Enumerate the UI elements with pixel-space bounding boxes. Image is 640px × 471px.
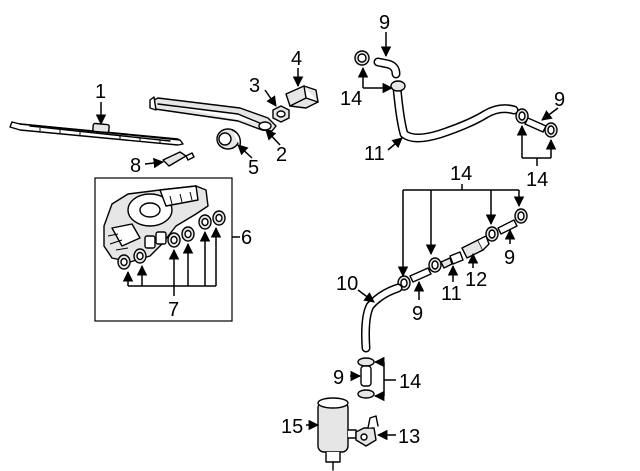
callout-9-right: 9	[554, 89, 565, 111]
leader-line	[144, 157, 165, 169]
callout-13: 13	[398, 426, 420, 448]
elbow-connector	[355, 415, 379, 447]
callout-9-middle-left: 9	[412, 303, 423, 325]
callout-11-upper: 11	[364, 143, 385, 165]
callout-4: 4	[291, 48, 302, 70]
leader-lines-14-middle	[397, 184, 525, 278]
motor-assembly-box	[94, 177, 233, 322]
callout-9-upper: 9	[379, 12, 390, 34]
callout-7: 7	[168, 299, 179, 321]
washer-pump	[317, 397, 357, 471]
clamp	[544, 122, 558, 138]
callout-14-middle: 14	[450, 163, 472, 185]
leader-line	[387, 137, 403, 151]
callout-14-lower: 14	[399, 371, 421, 393]
connector-upper	[373, 57, 401, 79]
wiper-blade	[9, 121, 184, 146]
wiper-arm	[149, 96, 277, 132]
seal-kit	[117, 210, 226, 270]
callout-5: 5	[248, 157, 259, 179]
lower-hose	[361, 283, 403, 353]
arm-cap	[285, 85, 319, 109]
nut	[272, 105, 290, 123]
small-part-8	[162, 151, 195, 167]
callout-2: 2	[276, 144, 287, 166]
callout-10: 10	[336, 273, 358, 295]
callout-3: 3	[249, 75, 260, 97]
callout-9-middle-right: 9	[504, 247, 515, 269]
leader-lines-14-right	[516, 124, 557, 166]
callout-11-middle: 11	[441, 283, 462, 305]
inline-connector-chain	[397, 208, 528, 291]
callout-12: 12	[465, 269, 487, 291]
leader-line	[237, 144, 253, 159]
connector-right	[524, 117, 547, 133]
leader-line	[265, 129, 281, 146]
grommet	[216, 128, 242, 150]
leader-line	[541, 107, 559, 121]
leader-line	[357, 289, 375, 303]
leader-lines-7	[122, 226, 222, 296]
leader-line	[264, 89, 277, 107]
callout-8: 8	[130, 155, 141, 177]
callout-14-right: 14	[526, 169, 548, 191]
leader-lines-14-upper	[357, 66, 394, 94]
callout-15: 15	[281, 416, 303, 438]
lower-connector	[357, 357, 375, 399]
clamp	[515, 108, 529, 124]
callout-9-lower: 9	[333, 367, 344, 389]
callout-1: 1	[95, 81, 106, 103]
callout-6: 6	[241, 227, 252, 249]
wiper-motor	[103, 185, 209, 263]
upper-hose	[390, 80, 519, 143]
clamp	[354, 50, 370, 66]
leader-lines-14-lower	[373, 356, 396, 402]
callout-14-upper: 14	[340, 88, 362, 110]
